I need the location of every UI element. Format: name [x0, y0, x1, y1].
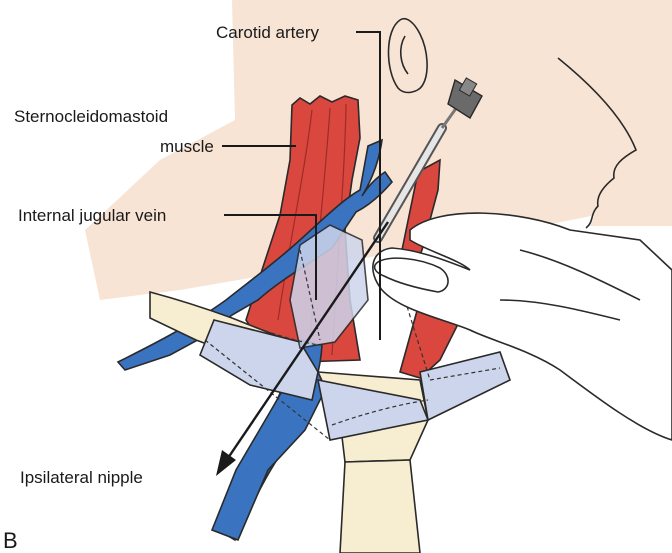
fascia-center — [289, 224, 369, 349]
internal-jugular-vein-label: Internal jugular vein — [18, 206, 166, 225]
muscle-label: muscle — [160, 137, 214, 156]
panel-label: B — [3, 528, 18, 553]
carotid-artery-label: Carotid artery — [216, 23, 319, 42]
fascia-strip — [316, 378, 430, 441]
glove-crease — [499, 249, 641, 321]
dashed-line — [331, 399, 429, 426]
dashed-line — [299, 249, 321, 341]
sternocleidomastoid-label: Sternocleidomastoid — [14, 107, 168, 126]
carotid-leader-line — [356, 31, 381, 340]
ijv-leader-line — [224, 214, 317, 300]
glove-finger — [373, 257, 449, 293]
internal-jugular-vein — [116, 138, 394, 371]
manubrium-lower — [339, 459, 421, 553]
face-outline — [557, 57, 637, 229]
gloved-hand — [372, 212, 672, 441]
face-profile — [560, 60, 672, 226]
dashed-line — [204, 339, 331, 441]
direction-arrowhead — [216, 450, 236, 476]
dashed-line — [429, 367, 501, 381]
direction-arrow-line — [227, 221, 389, 459]
needle-syringe — [373, 77, 483, 243]
ear — [387, 18, 428, 94]
fascia-right — [419, 351, 511, 422]
ipsilateral-nipple-label: Ipsilateral nipple — [20, 468, 143, 487]
dashed-line — [231, 317, 319, 346]
ear-inner — [399, 35, 409, 75]
